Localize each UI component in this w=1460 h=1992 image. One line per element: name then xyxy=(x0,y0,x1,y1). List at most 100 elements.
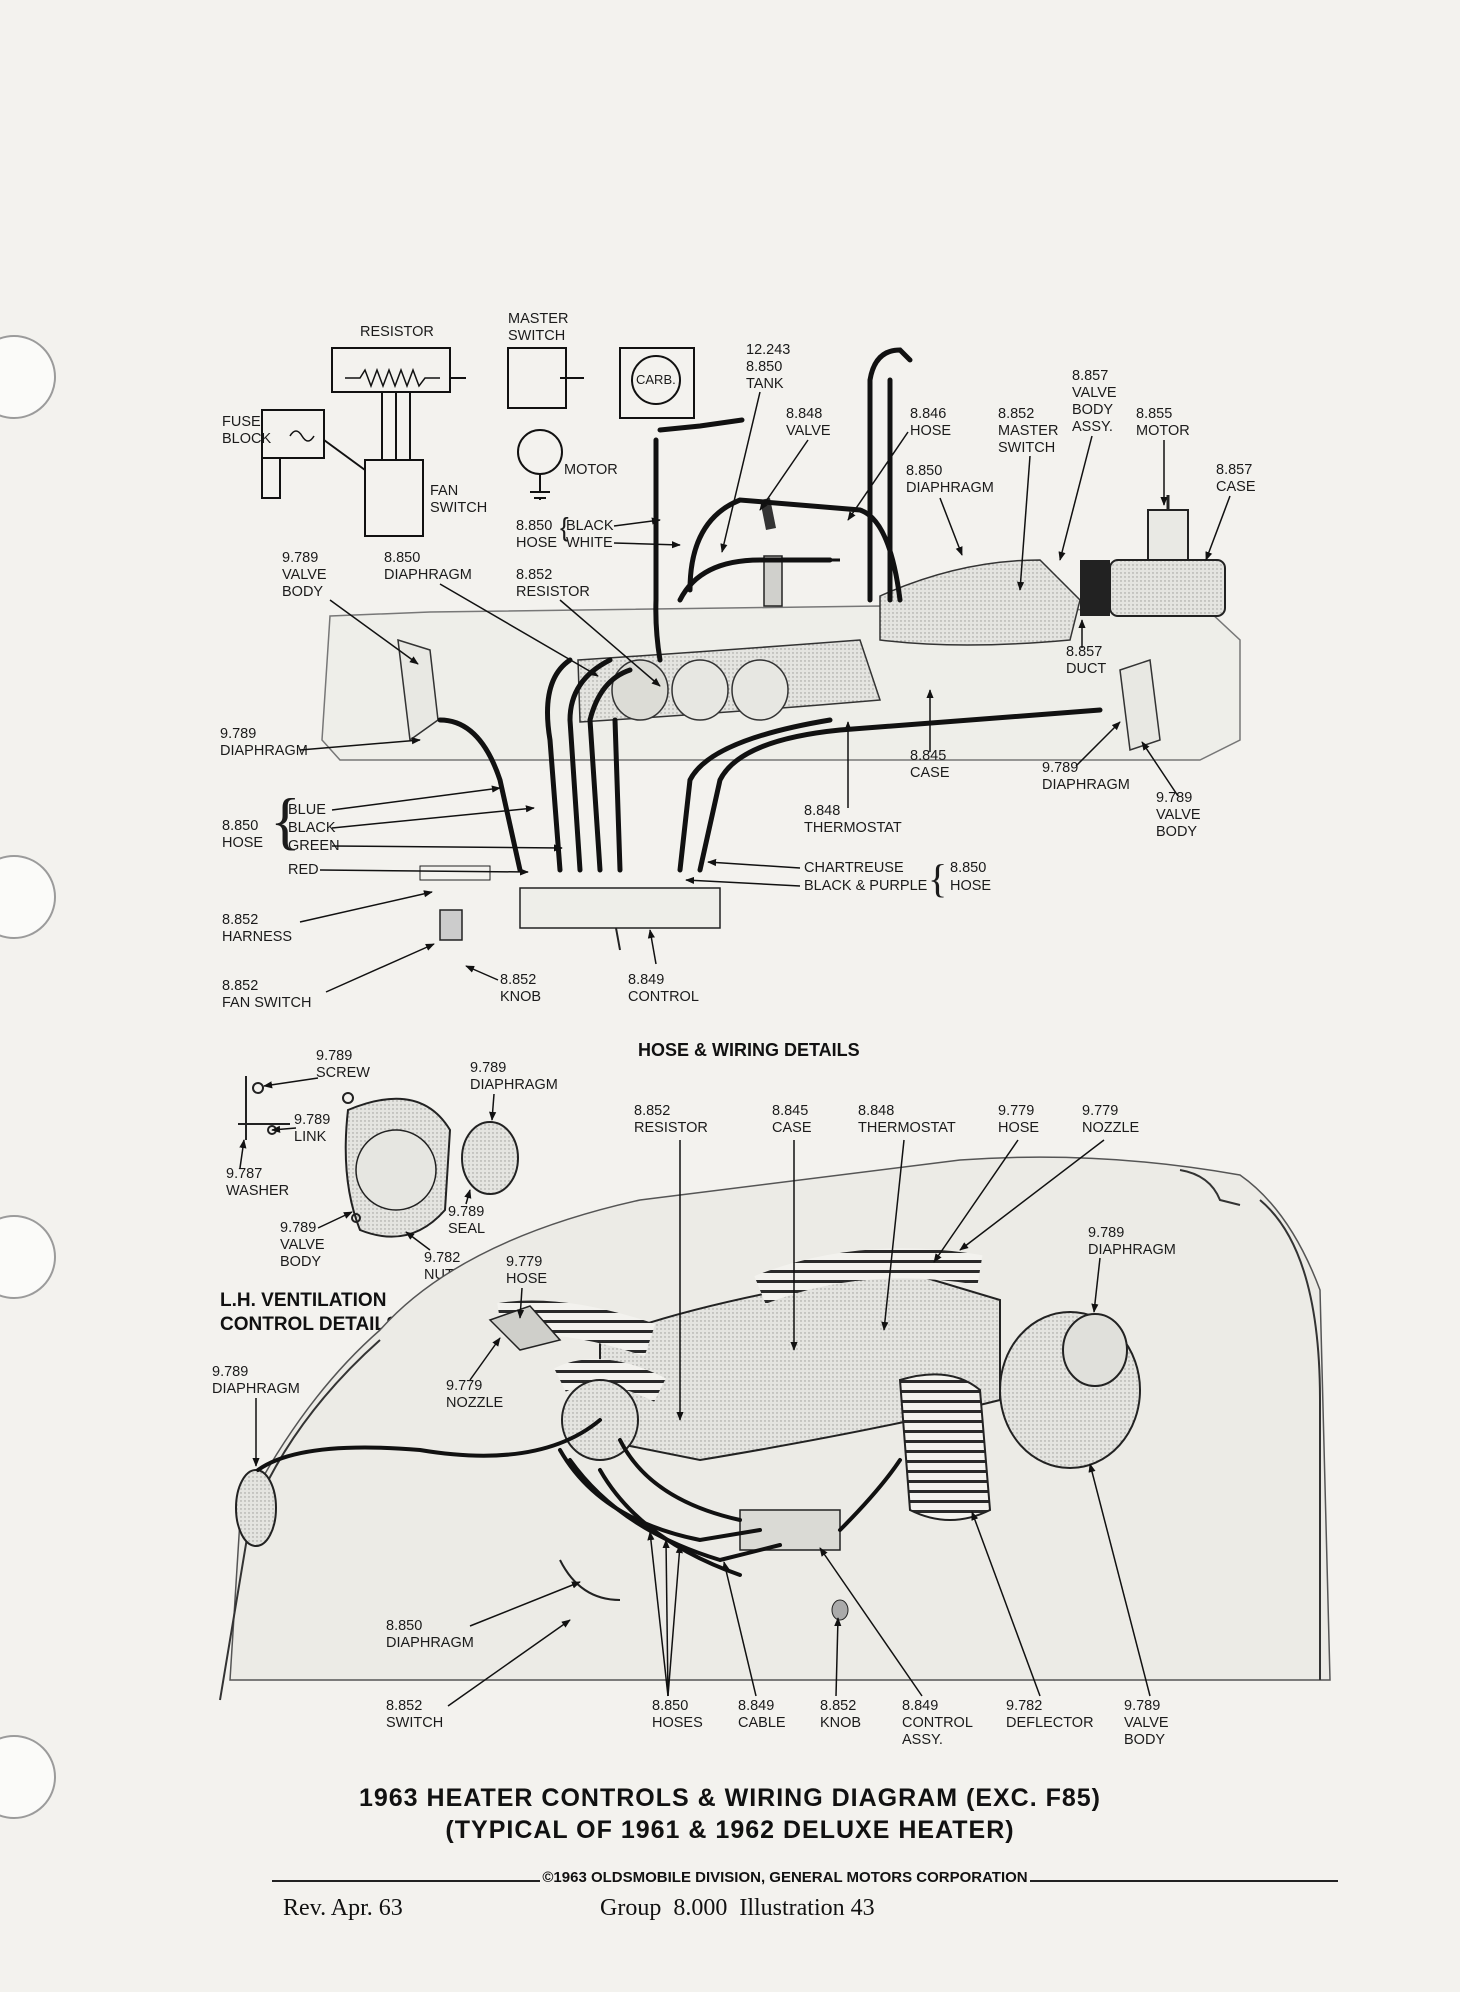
valve-body-789-right-2: VALVE xyxy=(1156,807,1201,823)
hose-bw-label-2: HOSE xyxy=(516,535,557,551)
fan-switch-label-1: FAN xyxy=(430,483,458,499)
bottom-thermostat-2: THERMOSTAT xyxy=(858,1120,956,1136)
fan-switch-label-2: SWITCH xyxy=(430,500,487,516)
group-illustration: Group 8.000 Illustration 43 xyxy=(600,1895,875,1921)
diaphragm-850-left-1: 8.850 xyxy=(384,550,420,566)
hose-850-colors-1: 8.850 xyxy=(222,818,258,834)
valve-body-assy-1: 8.857 xyxy=(1072,368,1108,384)
case-857-label-1: 8.857 xyxy=(1216,462,1252,478)
fan-switch-852-2: FAN SWITCH xyxy=(222,995,311,1011)
vent-seal-2: SEAL xyxy=(448,1221,485,1237)
hose-color-green: GREEN xyxy=(288,838,340,854)
knob-852-1: 8.852 xyxy=(500,972,536,988)
hose-bw-label-1: 8.850 xyxy=(516,518,552,534)
caption-line-1: 1963 HEATER CONTROLS & WIRING DIAGRAM (E… xyxy=(358,1784,1102,1812)
master-switch-label-1: MASTER xyxy=(508,311,568,327)
vent-valve-body-2: VALVE xyxy=(280,1237,325,1253)
fan-switch-852-1: 8.852 xyxy=(222,978,258,994)
case-857-label-2: CASE xyxy=(1216,479,1256,495)
bottom-control-assy-3: ASSY. xyxy=(902,1732,943,1748)
vent-washer-2: WASHER xyxy=(226,1183,289,1199)
vent-seal-1: 9.789 xyxy=(448,1204,484,1220)
valve-body-789-left-2: VALVE xyxy=(282,567,327,583)
master-switch-852-3: SWITCH xyxy=(998,440,1055,456)
fuse-block-label-1: FUSE xyxy=(222,414,261,430)
vent-diaphragm-2: DIAPHRAGM xyxy=(470,1077,558,1093)
copyright-text: ©1963 OLDSMOBILE DIVISION, GENERAL MOTOR… xyxy=(540,1869,1030,1886)
bottom-switch-852-1: 8.852 xyxy=(386,1698,422,1714)
hose-850-right-1: 8.850 xyxy=(950,860,986,876)
hose-850-right-2: HOSE xyxy=(950,878,991,894)
bottom-nozzle-779-left-2: NOZZLE xyxy=(446,1395,504,1411)
electrical-schematic xyxy=(261,347,695,537)
case-845-2: CASE xyxy=(910,765,950,781)
resistor-852-2: RESISTOR xyxy=(516,584,590,600)
hose-846-label-1: 8.846 xyxy=(910,406,946,422)
svg-text:{: { xyxy=(270,785,301,856)
master-switch-852-2: MASTER xyxy=(998,423,1058,439)
bottom-nozzle-779-left-1: 9.779 xyxy=(446,1378,482,1394)
hose-color-blue: BLUE xyxy=(288,802,326,818)
bottom-thermostat-1: 8.848 xyxy=(858,1103,894,1119)
valve-body-assy-4: ASSY. xyxy=(1072,419,1113,435)
caption-line-2: (TYPICAL OF 1961 & 1962 DELUXE HEATER) xyxy=(445,1816,1015,1844)
bottom-nozzle-779-2: NOZZLE xyxy=(1082,1120,1140,1136)
lh-ventilation-drawing xyxy=(238,1076,519,1238)
bottom-diaphragm-789-left-2: DIAPHRAGM xyxy=(212,1381,300,1397)
vent-valve-body-1: 9.789 xyxy=(280,1220,316,1236)
control-849-1: 8.849 xyxy=(628,972,664,988)
diaphragm-850-top-2: DIAPHRAGM xyxy=(906,480,994,496)
resistor-label: RESISTOR xyxy=(360,324,434,340)
tank-label-3: TANK xyxy=(746,376,784,392)
hose-color-red: RED xyxy=(288,862,319,878)
valve-body-789-left-1: 9.789 xyxy=(282,550,318,566)
bottom-case-2: CASE xyxy=(772,1120,812,1136)
bottom-diaphragm-789-right-1: 9.789 xyxy=(1088,1225,1124,1241)
bottom-case-1: 8.845 xyxy=(772,1103,808,1119)
hose-color-black-purple: BLACK & PURPLE xyxy=(804,878,928,894)
top-labels: RESISTOR MASTER SWITCH FUSE BLOCK FAN SW… xyxy=(220,311,1256,1011)
hose-850-colors-2: HOSE xyxy=(222,835,263,851)
hose-wiring-title: HOSE & WIRING DETAILS xyxy=(638,1040,860,1060)
bottom-resistor-1: 8.852 xyxy=(634,1103,670,1119)
lh-ventilation-title-2: CONTROL DETAILS xyxy=(220,1314,399,1335)
vent-labels: 9.789 SCREW 9.789 DIAPHRAGM 9.789 LINK 9… xyxy=(226,1048,558,1283)
lh-ventilation-title-1: L.H. VENTILATION xyxy=(220,1290,386,1311)
bottom-labels: 8.852 RESISTOR 8.845 CASE 8.848 THERMOST… xyxy=(212,1103,1176,1748)
bottom-deflector-2: DEFLECTOR xyxy=(1006,1715,1094,1731)
case-845-1: 8.845 xyxy=(910,748,946,764)
valve-body-789-left-3: BODY xyxy=(282,584,323,600)
diaphragm-850-top-1: 8.850 xyxy=(906,463,942,479)
thermostat-848-1: 8.848 xyxy=(804,803,840,819)
bottom-hose-779-left-2: HOSE xyxy=(506,1271,547,1287)
tank-label-2: 8.850 xyxy=(746,359,782,375)
bottom-switch-852-2: SWITCH xyxy=(386,1715,443,1731)
motor-label: MOTOR xyxy=(564,462,618,478)
heater-assembly-top xyxy=(321,347,1241,951)
bottom-leader-lines xyxy=(252,1139,1151,1707)
bottom-resistor-2: RESISTOR xyxy=(634,1120,708,1136)
bottom-nozzle-779-1: 9.779 xyxy=(1082,1103,1118,1119)
fuse-block-label-2: BLOCK xyxy=(222,431,271,447)
master-switch-852-1: 8.852 xyxy=(998,406,1034,422)
bottom-diaphragm-789-right-2: DIAPHRAGM xyxy=(1088,1242,1176,1258)
top-leader-lines xyxy=(299,391,1231,993)
resistor-852-1: 8.852 xyxy=(516,567,552,583)
svg-text:{: { xyxy=(928,856,947,901)
valve-body-assy-2: VALVE xyxy=(1072,385,1117,401)
diaphragm-789-right-2: DIAPHRAGM xyxy=(1042,777,1130,793)
motor-855-label-2: MOTOR xyxy=(1136,423,1190,439)
duct-857-2: DUCT xyxy=(1066,661,1106,677)
bottom-hose-779-1: 9.779 xyxy=(998,1103,1034,1119)
vent-nut-1: 9.782 xyxy=(424,1250,460,1266)
bottom-hoses-850-2: HOSES xyxy=(652,1715,703,1731)
hose-846-label-2: HOSE xyxy=(910,423,951,439)
bottom-valve-body-2: VALVE xyxy=(1124,1715,1169,1731)
bottom-hoses-850-1: 8.850 xyxy=(652,1698,688,1714)
diaphragm-850-left-2: DIAPHRAGM xyxy=(384,567,472,583)
harness-852-1: 8.852 xyxy=(222,912,258,928)
vent-washer-1: 9.787 xyxy=(226,1166,262,1182)
diaphragm-789-left-2: DIAPHRAGM xyxy=(220,743,308,759)
hose-bw-label-4: WHITE xyxy=(566,535,613,551)
